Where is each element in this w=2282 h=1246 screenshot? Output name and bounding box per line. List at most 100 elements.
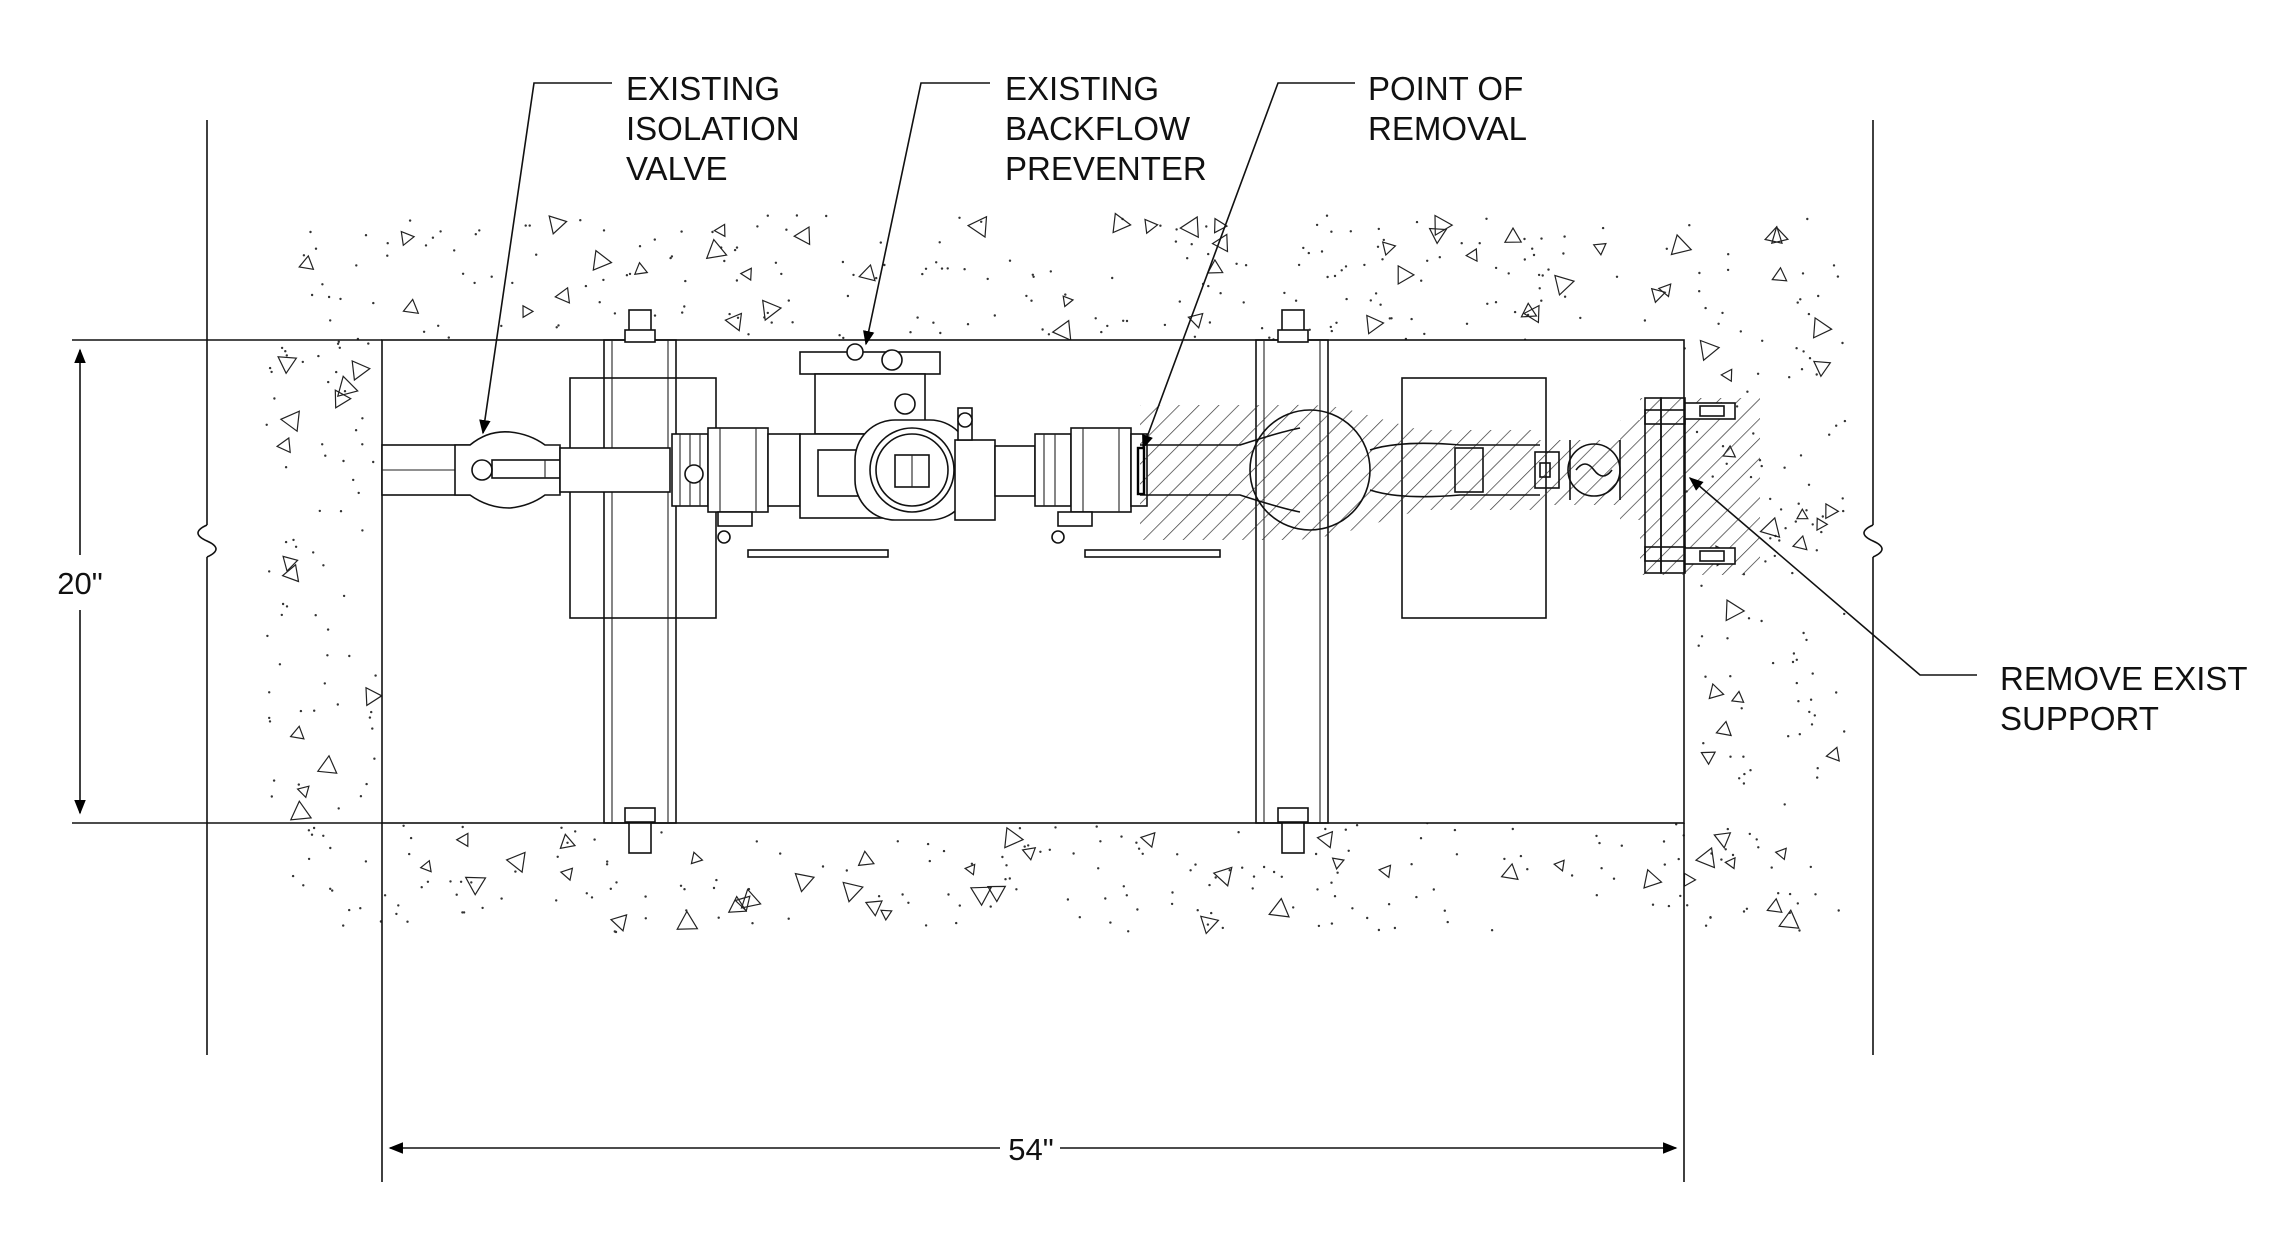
concrete-dot [359,795,363,798]
concrete-aggregate [1592,242,1607,256]
concrete-aggregate [1708,682,1725,700]
concrete-dot [281,602,285,606]
concrete-dot [284,540,288,544]
concrete-dot [1465,322,1469,325]
concrete-dot [327,380,330,384]
concrete-aggregate [966,215,988,239]
concrete-dot [852,273,855,277]
concrete-dot [1109,921,1112,924]
concrete-aggregate [334,389,352,409]
concrete-dot [1837,909,1840,912]
concrete-dot [1563,295,1567,298]
concrete-dot [1438,256,1442,259]
concrete-aggregate [1825,502,1840,520]
concrete-dot [1805,509,1808,512]
concrete-dot [1760,619,1763,623]
callout-backflow-preventer: EXISTING BACKFLOW PREVENTER [1005,70,1207,187]
concrete-dot [310,293,314,297]
concrete-dot [1755,838,1758,841]
concrete-dot [1127,930,1130,933]
concrete-dot [1031,273,1035,276]
concrete-dot [1100,330,1103,334]
concrete-dot [284,350,287,353]
concrete-dot [1507,272,1510,275]
concrete-dot [312,826,316,830]
concrete-aggregate [1062,295,1075,308]
concrete-dot [285,354,288,357]
concrete-dot [1325,214,1329,217]
concrete-dot [875,276,878,280]
concrete-dot [1137,847,1141,850]
concrete-dot [1330,922,1334,925]
concrete-aggregate [690,851,704,865]
concrete-dot [373,757,376,760]
concrete-dot [473,281,476,285]
concrete-dot [528,224,531,227]
concrete-dot [1726,268,1730,272]
concrete-dot [1355,824,1359,827]
concrete-aggregate [1199,915,1220,935]
callout-point-of-removal: POINT OF REMOVAL [1368,70,1527,147]
concrete-dot [1366,916,1369,920]
concrete-aggregate [1553,859,1565,873]
concrete-dot [437,324,440,327]
concrete-dot [1099,840,1102,843]
concrete-dot [1821,515,1825,518]
concrete-dot [1260,327,1264,330]
concrete-dot [1094,317,1097,320]
concrete-dot [1686,904,1689,907]
concrete-aggregate [986,885,1007,903]
concrete-dot [939,331,942,335]
concrete-dot [1749,769,1752,772]
concrete-dot [606,860,609,863]
concrete-dot [1377,227,1381,231]
concrete-aggregate [1366,314,1385,335]
concrete-dot [1677,857,1680,861]
concrete-dot [1268,336,1271,339]
concrete-dot [590,896,594,899]
concrete-dot [1742,755,1745,758]
concrete-dot [1136,908,1139,911]
concrete-dot [408,852,411,856]
concrete-dot [1363,263,1366,267]
wall-lines [197,120,1883,1055]
concrete-dot [397,904,400,907]
concrete-dot [1008,877,1011,880]
concrete-dot [324,454,327,457]
concrete-dot [791,321,794,324]
concrete-dot [1027,844,1030,847]
concrete-dot [342,924,345,927]
concrete-dot [1490,929,1494,932]
left-pipe-support [569,309,717,854]
concrete-aggregate [1211,233,1229,253]
concrete-dot [268,720,272,723]
concrete-dot [1315,223,1319,227]
concrete-dot [1208,321,1212,324]
concrete-dot [1835,691,1838,694]
concrete-aggregate [1713,832,1732,849]
concrete-dot [1721,311,1724,315]
concrete-dot [1808,357,1812,360]
concrete-dot [1771,661,1775,665]
concrete-dot [946,267,949,270]
concrete-dot [312,551,315,554]
concrete-dot [614,930,618,934]
concrete-dot [357,491,360,495]
concrete-aggregate [1465,247,1478,263]
concrete-aggregate [1522,304,1540,324]
concrete-dot [1773,554,1777,558]
concrete-dot [1314,852,1318,856]
concrete-dot [1294,299,1298,302]
concrete-dot [1720,858,1723,861]
concrete-aggregate [1434,214,1454,237]
concrete-dot [1432,888,1436,891]
concrete-dot [1064,293,1067,296]
concrete-dot [307,829,311,832]
concrete-dot [1519,854,1523,858]
concrete-dot [1809,698,1813,701]
concrete-dot [715,878,718,882]
concrete-aggregate-texture [265,212,1847,935]
concrete-dot [439,230,442,233]
concrete-dot [299,709,303,713]
concrete-aggregate [1763,225,1783,245]
